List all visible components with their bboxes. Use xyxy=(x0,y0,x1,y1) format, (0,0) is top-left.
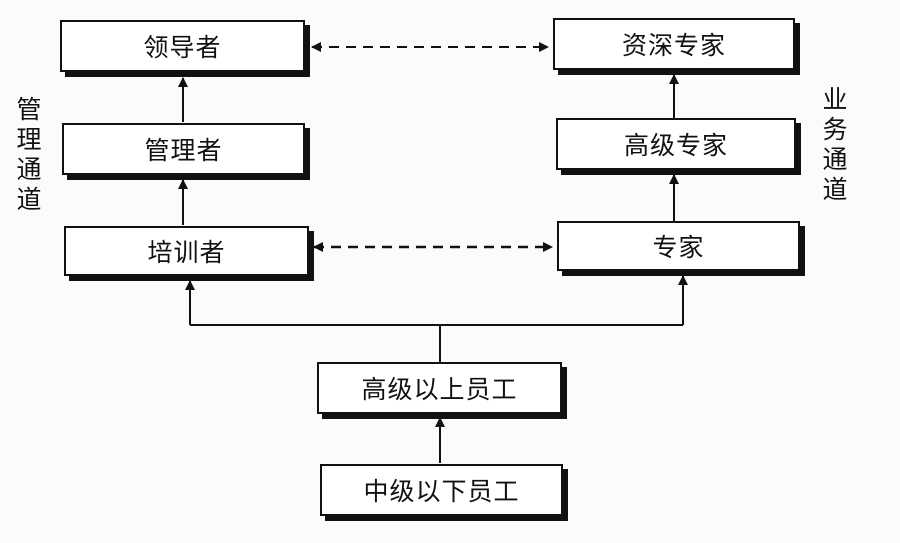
node-leader: 领导者 xyxy=(60,20,305,72)
node-above-mid: 高级以上员工 xyxy=(317,362,562,414)
node-below-mid-label: 中级以下员工 xyxy=(363,477,520,506)
node-below-mid: 中级以下员工 xyxy=(320,464,563,516)
node-above-mid-label: 高级以上员工 xyxy=(361,375,518,404)
node-manager: 管理者 xyxy=(62,123,305,175)
node-expert: 专家 xyxy=(557,221,800,271)
side-label-management: 管理通道 xyxy=(16,95,42,214)
side-label-business: 业务通道 xyxy=(822,85,848,204)
node-manager-label: 管理者 xyxy=(144,136,223,165)
node-high-expert: 高级专家 xyxy=(556,118,796,170)
node-senior-expert-label: 资深专家 xyxy=(621,31,726,60)
node-trainer-label: 培训者 xyxy=(147,238,226,267)
node-expert-label: 专家 xyxy=(652,233,705,262)
node-high-expert-label: 高级专家 xyxy=(623,131,728,160)
node-leader-label: 领导者 xyxy=(143,33,222,62)
node-trainer: 培训者 xyxy=(64,226,309,276)
node-senior-expert: 资深专家 xyxy=(553,18,795,70)
